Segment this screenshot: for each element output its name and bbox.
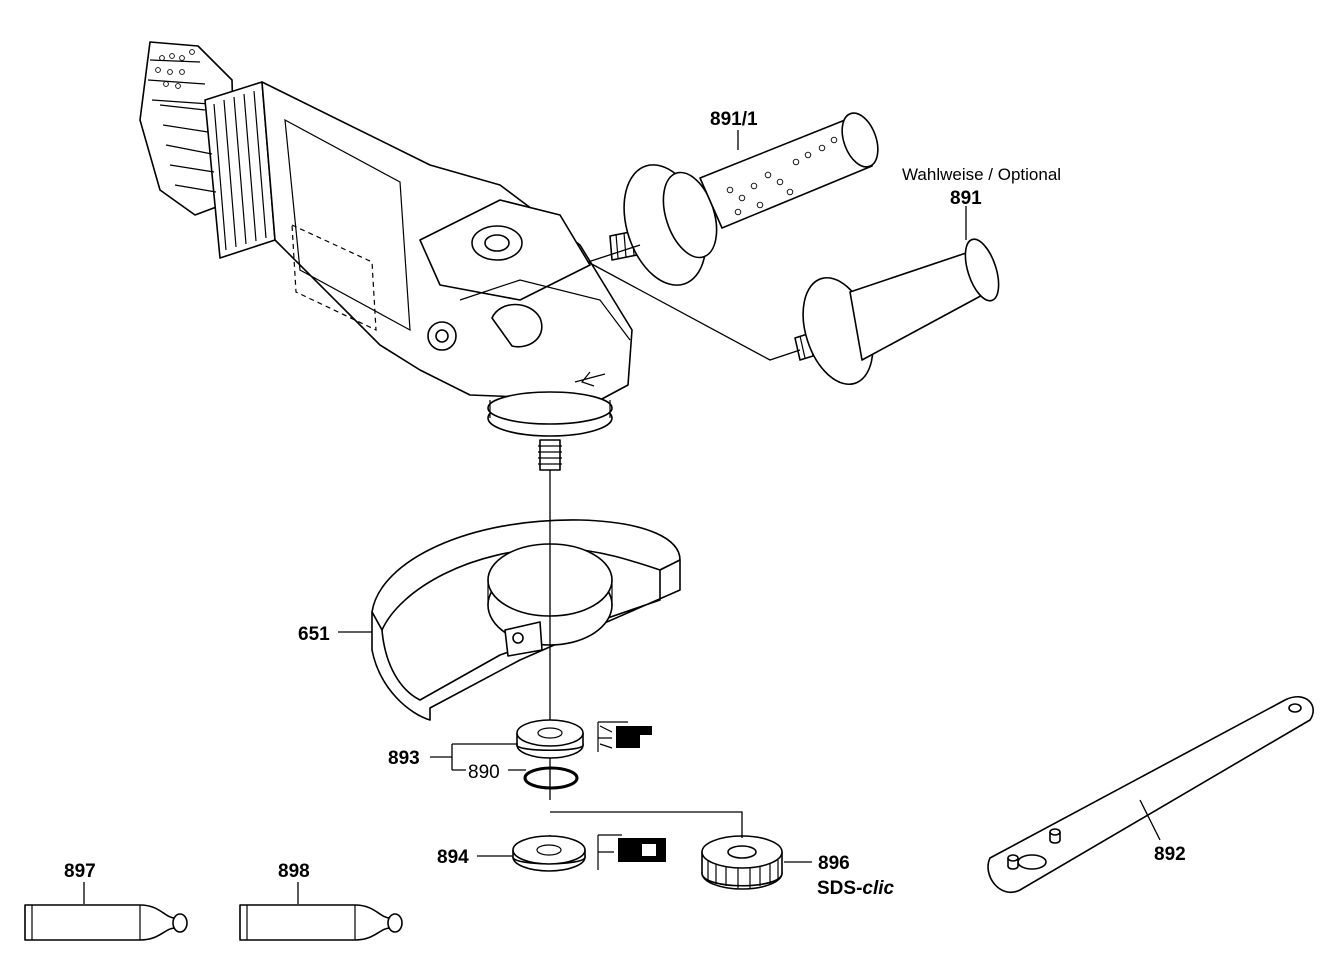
flange-fit-symbol-icon — [597, 834, 666, 870]
wheel-guard-651 — [371, 519, 681, 721]
label-894: 894 — [437, 847, 469, 868]
flange-fit-symbol-icon — [597, 721, 652, 752]
label-651: 651 — [298, 624, 330, 645]
two-pin-spanner-892 — [987, 695, 1314, 893]
label-892: 892 — [1154, 844, 1186, 865]
optional-note: Wahlweise / Optional — [902, 165, 1061, 184]
auxiliary-handle-891 — [794, 238, 1000, 386]
sds-prefix: SDS- — [817, 878, 862, 899]
grease-tube-897 — [24, 904, 188, 941]
label-891: 891 — [950, 188, 982, 209]
label-896: 896 — [818, 853, 850, 874]
auxiliary-handle-891-1 — [609, 112, 879, 286]
angle-grinder-icon — [139, 41, 633, 471]
clic-suffix: clic — [862, 878, 894, 899]
quick-clamping-nut-896 — [701, 835, 783, 890]
label-891-1: 891/1 — [710, 109, 758, 130]
mounting-flange-893 — [516, 719, 584, 759]
label-898: 898 — [278, 861, 310, 882]
label-sds-clic: SDS-clic — [817, 878, 895, 899]
label-890: 890 — [468, 762, 500, 783]
clamping-nut-894 — [512, 835, 586, 872]
grease-tube-898 — [239, 904, 403, 941]
label-893: 893 — [388, 748, 420, 769]
o-ring-890 — [523, 766, 579, 790]
label-897: 897 — [64, 861, 96, 882]
